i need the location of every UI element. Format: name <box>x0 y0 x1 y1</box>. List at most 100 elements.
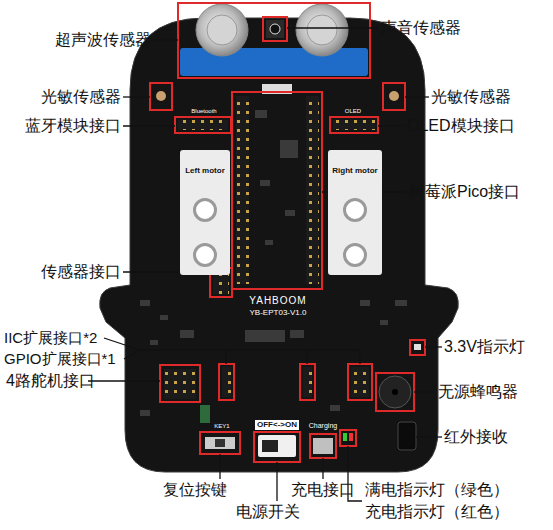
pin-header <box>213 272 229 294</box>
highlight-box <box>410 340 425 355</box>
highlight-box <box>232 92 322 289</box>
board-component <box>200 405 210 423</box>
board-component <box>160 315 168 320</box>
mount-hole <box>193 198 217 222</box>
leader-line <box>276 462 277 501</box>
callout-label: 满电指示灯（绿色） <box>365 481 509 499</box>
callout-label: 复位按键 <box>163 481 227 499</box>
highlight-box <box>150 3 425 462</box>
pin-header <box>236 96 249 284</box>
leader-line <box>416 436 442 437</box>
highlight-box <box>150 83 172 110</box>
leader-line <box>378 125 405 126</box>
highlight-box <box>263 17 287 41</box>
board-component <box>360 300 370 306</box>
board-component <box>140 410 150 416</box>
silkscreen-text: YB-EPT03-V1.0 <box>250 308 307 317</box>
board-component <box>150 340 158 345</box>
board-part <box>215 439 225 447</box>
board-component <box>245 330 285 342</box>
board-component <box>180 330 194 338</box>
highlight-box <box>348 364 372 400</box>
leader-line <box>414 391 435 392</box>
callout-label: 树莓派Pico接口 <box>409 183 520 201</box>
highlight-box <box>254 432 300 462</box>
leader-line <box>88 380 160 381</box>
silkscreen-text: OLED <box>345 108 361 115</box>
board-part <box>313 438 333 454</box>
highlight-box <box>330 117 378 133</box>
board-part <box>343 433 347 441</box>
board-part <box>349 433 353 441</box>
pin-header <box>351 367 369 397</box>
highlight-box <box>300 364 315 400</box>
callout-label: 4路舵机接口 <box>6 372 95 390</box>
board-part <box>262 440 278 452</box>
leader-line <box>123 96 150 97</box>
mount-hole <box>343 198 367 222</box>
silkscreen-text: Charging <box>309 422 337 430</box>
callout-label: 电源开关 <box>236 503 300 521</box>
callout-label: 声音传感器 <box>381 19 461 37</box>
motor-panel: Right motor <box>328 150 382 275</box>
ultrasonic-sensor <box>196 4 248 56</box>
callout-label: 无源蜂鸣器 <box>438 383 518 401</box>
light-sensor <box>156 91 166 101</box>
highlight-box <box>160 365 200 402</box>
ultrasonic-sensor <box>296 4 348 56</box>
silkscreen-text: YAHBOOM <box>249 295 306 307</box>
leader-line <box>153 39 178 40</box>
highlight-box <box>376 373 414 411</box>
board-component <box>255 110 267 118</box>
pin-header <box>222 367 231 397</box>
board-component <box>280 140 298 158</box>
pin-header <box>164 369 196 399</box>
pin-header <box>333 120 375 130</box>
callout-label: 蓝牙模块接口 <box>25 117 121 135</box>
silkscreen-text: KEY1 <box>214 423 229 430</box>
callout-label: 光敏传感器 <box>431 88 511 106</box>
highlight-box <box>383 83 405 110</box>
board-component <box>330 405 340 411</box>
board-component <box>140 300 150 306</box>
pin-header <box>306 96 319 284</box>
board-part <box>379 376 411 408</box>
callout-label: 3.3V指示灯 <box>444 338 525 356</box>
sound-sensor <box>266 20 284 38</box>
board-part <box>205 344 421 457</box>
highlight-box <box>175 117 231 133</box>
leader-line <box>425 346 442 347</box>
motor-panel: Left motor <box>180 150 230 275</box>
board-component <box>395 300 407 306</box>
ultrasonic-sensor <box>307 15 337 45</box>
leader-line <box>219 454 220 479</box>
highlight-box <box>200 432 240 454</box>
board-part <box>398 422 416 450</box>
leader-line <box>322 458 323 479</box>
pin-header <box>303 367 312 397</box>
callout-label: 充电指示灯（红色） <box>365 503 509 521</box>
board-component <box>380 320 388 325</box>
silkscreen-text: Bluetooth <box>191 108 216 115</box>
callout-label: 充电接口 <box>291 481 355 499</box>
leader-line <box>104 338 360 364</box>
leader-line <box>123 125 175 126</box>
silkscreen-text: OFF<->ON <box>255 420 299 429</box>
leader-line <box>287 27 378 28</box>
callout-label: 光敏传感器 <box>41 88 121 106</box>
light-sensor <box>389 91 399 101</box>
leader-line <box>405 96 429 97</box>
board-component <box>290 330 304 338</box>
leader-line <box>88 28 442 501</box>
pcb-board <box>100 18 459 472</box>
board-part <box>414 344 421 350</box>
panel-label: Right motor <box>328 150 382 175</box>
panel-label: Left motor <box>180 150 230 175</box>
highlight-box <box>219 364 234 400</box>
mount-hole <box>343 243 367 267</box>
mount-hole <box>193 243 217 267</box>
sound-sensor <box>270 24 280 34</box>
callout-label: 红外接收 <box>444 428 508 446</box>
board-component <box>140 110 407 423</box>
